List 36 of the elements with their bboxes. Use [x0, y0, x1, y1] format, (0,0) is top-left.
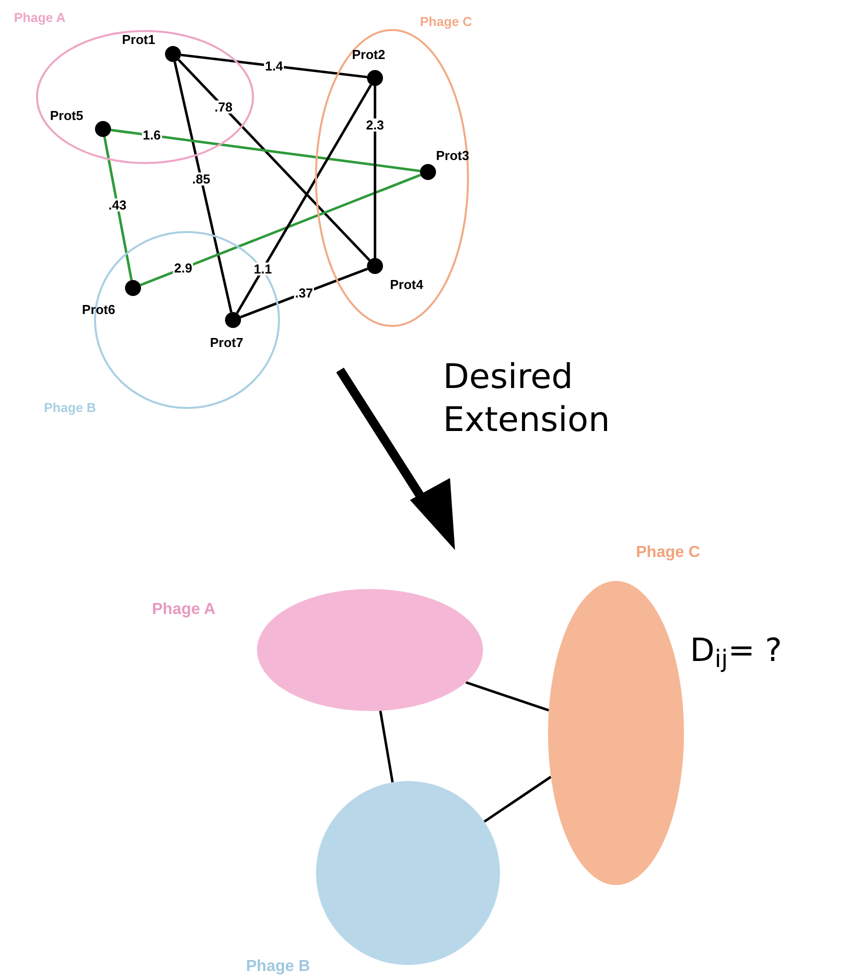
connector-line: [465, 681, 550, 712]
protein-label: Prot7: [210, 334, 244, 352]
edge-label: .43: [107, 198, 128, 212]
edge-label: .85: [191, 172, 212, 186]
edge-label: .37: [294, 286, 314, 300]
protein-label: Prot3: [436, 147, 470, 165]
phage-label: Phage B: [44, 399, 96, 417]
protein-label: Prot1: [122, 31, 156, 49]
connector-line: [140, 174, 422, 286]
connector-line: [379, 710, 394, 783]
edge-label: 1.4: [264, 60, 284, 72]
connector-line: [374, 86, 376, 258]
protein-label: Prot5: [50, 107, 84, 125]
phage-label: Phage A: [152, 600, 216, 620]
connector-line: [236, 84, 372, 314]
phage-label: Phage C: [420, 13, 472, 31]
connector-line: [484, 776, 552, 823]
edge-label: 1.1: [252, 262, 273, 276]
connector-line: [174, 62, 232, 312]
protein-label: Prot6: [82, 301, 116, 319]
edge-label: 2.3: [364, 118, 386, 132]
formula-text: D$_{ij}$= ?: [690, 630, 782, 674]
phage-label: Phage C: [636, 543, 700, 563]
connector-line: [110, 128, 420, 172]
connector-line: [240, 268, 368, 318]
annotation-text: Desired Extension: [443, 356, 611, 441]
phage-label: Phage A: [14, 9, 66, 27]
edge-label: 2.9: [173, 262, 194, 275]
connector-line: [103, 136, 133, 280]
protein-label: Prot4: [390, 276, 424, 294]
connector-line: [180, 54, 368, 78]
protein-label: Prot2: [352, 46, 386, 64]
connector-line: [178, 58, 370, 262]
edge-label: 1.6: [142, 128, 162, 142]
edge-label: .78: [213, 100, 234, 114]
phage-label: Phage B: [246, 957, 310, 977]
